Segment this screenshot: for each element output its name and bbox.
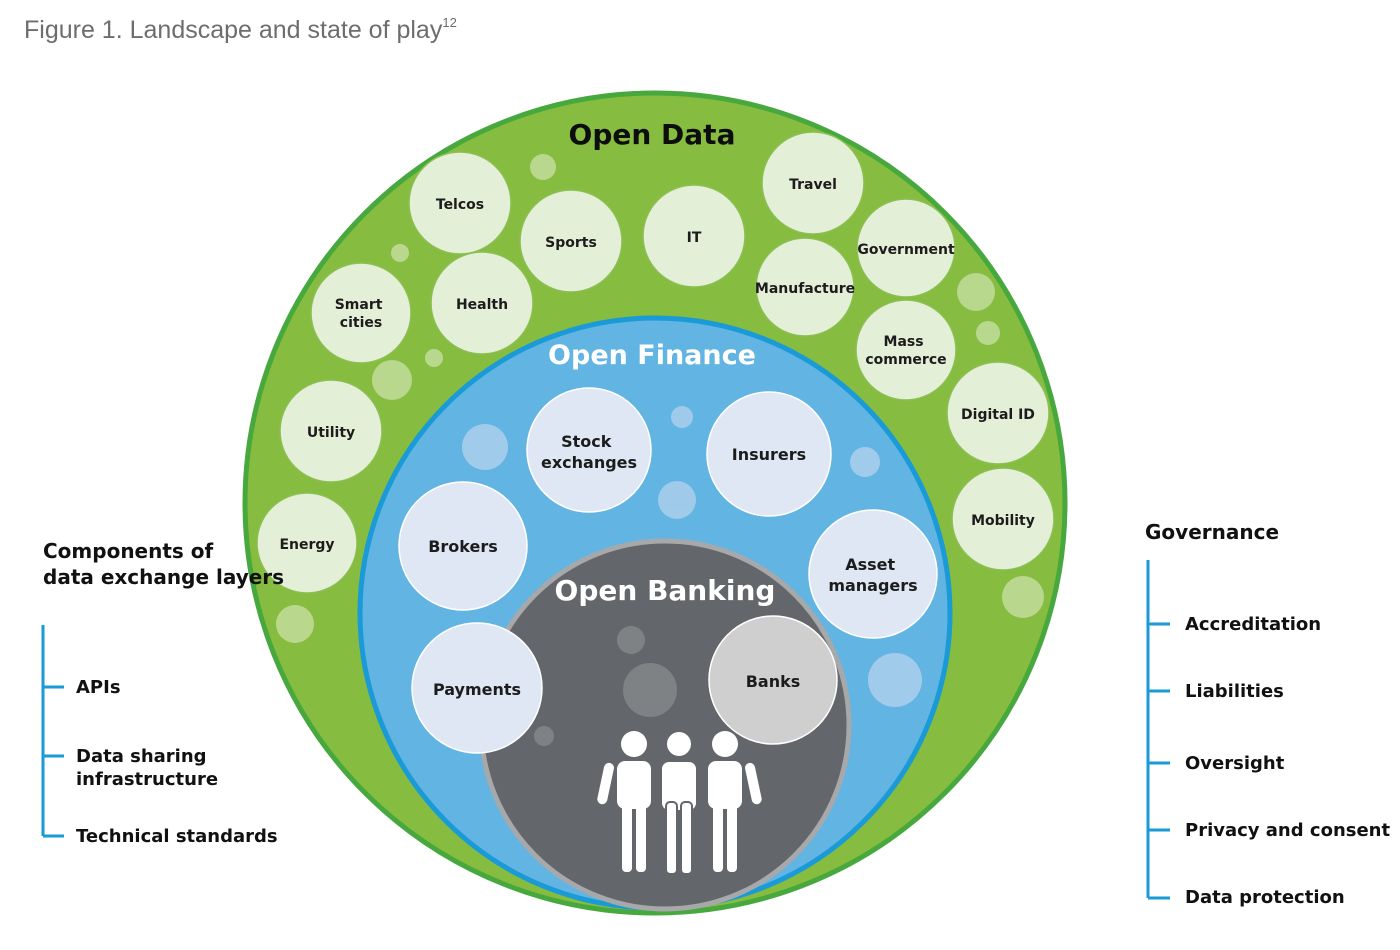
- svg-text:Energy: Energy: [279, 537, 334, 553]
- open-finance-item-payments: Payments: [411, 622, 543, 754]
- components-panel: Components of data exchange layers APIs …: [41, 539, 284, 847]
- open-data-item-telcos: Telcos: [408, 151, 512, 255]
- component-item-data-sharing-infrastructure: Data sharing infrastructure: [76, 746, 218, 790]
- svg-text:Mass commerce: Mass commerce: [865, 334, 946, 368]
- governance-panel: Governance Accreditation Liabilities Ove…: [1145, 520, 1390, 908]
- stock-exchanges-line-2: exchanges: [541, 453, 637, 472]
- open-data-item-smart-cities: Smart cities: [310, 262, 412, 364]
- svg-text:Travel: Travel: [789, 177, 837, 193]
- component-item-technical-standards: Technical standards: [76, 826, 278, 847]
- asset-managers-line-2: managers: [828, 576, 917, 595]
- people-group-icon: [597, 730, 762, 875]
- open-data-item-utility: Utility: [279, 379, 383, 483]
- open-finance-title: Open Finance: [548, 340, 756, 371]
- svg-text:Stock exchanges: Stock exchanges: [541, 432, 637, 472]
- components-title-line-1: Components of: [43, 539, 214, 563]
- components-tree-lines: [41, 625, 64, 838]
- open-banking-title: Open Banking: [555, 574, 776, 607]
- svg-text:Government: Government: [857, 242, 955, 258]
- svg-text:Health: Health: [456, 297, 508, 313]
- smart-cities-line-2: cities: [340, 315, 382, 331]
- open-banking-layer: Open Banking Banks: [478, 538, 852, 912]
- open-data-item-travel: Travel: [761, 131, 865, 235]
- svg-text:Payments: Payments: [433, 680, 521, 699]
- open-finance-decorative-bubbles: [462, 406, 922, 707]
- governance-item-data-protection: Data protection: [1185, 887, 1345, 908]
- open-finance-item-asset-managers: Asset managers: [808, 509, 938, 639]
- mass-commerce-line-2: commerce: [865, 352, 946, 368]
- open-finance-item-brokers: Brokers: [398, 481, 528, 611]
- open-data-item-government: Government: [856, 198, 956, 298]
- svg-text:Utility: Utility: [307, 425, 355, 441]
- svg-text:Mobility: Mobility: [971, 513, 1035, 529]
- smart-cities-line-1: Smart: [335, 297, 383, 313]
- figure-title-superscript: 12: [442, 15, 456, 30]
- figure-title: Figure 1. Landscape and state of play12: [24, 15, 457, 44]
- svg-text:Insurers: Insurers: [732, 445, 806, 464]
- open-data-decorative-bubbles: [276, 154, 1044, 643]
- svg-text:Manufacture: Manufacture: [755, 281, 855, 297]
- open-data-item-it: IT: [642, 184, 746, 288]
- governance-item-privacy-and-consent: Privacy and consent: [1185, 820, 1390, 841]
- components-title: Components of data exchange layers: [43, 539, 284, 589]
- svg-text:Smart cities: Smart cities: [335, 297, 388, 331]
- governance-title: Governance: [1145, 520, 1279, 544]
- component-item-apis: APIs: [76, 677, 121, 698]
- asset-managers-line-1: Asset: [845, 555, 895, 574]
- open-data-item-health: Health: [430, 251, 534, 355]
- svg-text:IT: IT: [687, 230, 702, 246]
- svg-text:Asset managers: Asset managers: [828, 555, 917, 595]
- open-data-title: Open Data: [569, 118, 736, 151]
- governance-item-liabilities: Liabilities: [1185, 681, 1284, 702]
- svg-text:Sports: Sports: [545, 235, 597, 251]
- svg-text:Banks: Banks: [746, 672, 801, 691]
- governance-item-accreditation: Accreditation: [1185, 614, 1321, 635]
- open-data-item-sports: Sports: [519, 189, 623, 293]
- open-finance-item-insurers: Insurers: [706, 391, 832, 517]
- svg-text:Telcos: Telcos: [436, 197, 484, 213]
- open-finance-item-stock-exchanges: Stock exchanges: [526, 387, 652, 513]
- components-title-line-2: data exchange layers: [43, 565, 284, 589]
- svg-text:Digital ID: Digital ID: [961, 407, 1035, 423]
- open-data-item-digital-id: Digital ID: [946, 361, 1050, 465]
- governance-item-oversight: Oversight: [1185, 753, 1285, 774]
- open-banking-item-banks: Banks: [708, 615, 838, 745]
- svg-text:Brokers: Brokers: [428, 537, 498, 556]
- open-data-item-mobility: Mobility: [951, 467, 1055, 571]
- stock-exchanges-line-1: Stock: [561, 432, 612, 451]
- mass-commerce-line-1: Mass: [884, 334, 924, 350]
- open-data-item-mass-commerce: Mass commerce: [855, 299, 957, 401]
- governance-tree-lines: [1146, 560, 1170, 900]
- open-data-item-energy: Energy: [256, 492, 358, 594]
- open-data-item-manufacture: Manufacture: [755, 237, 855, 337]
- open-banking-decorative-bubbles: [534, 626, 677, 746]
